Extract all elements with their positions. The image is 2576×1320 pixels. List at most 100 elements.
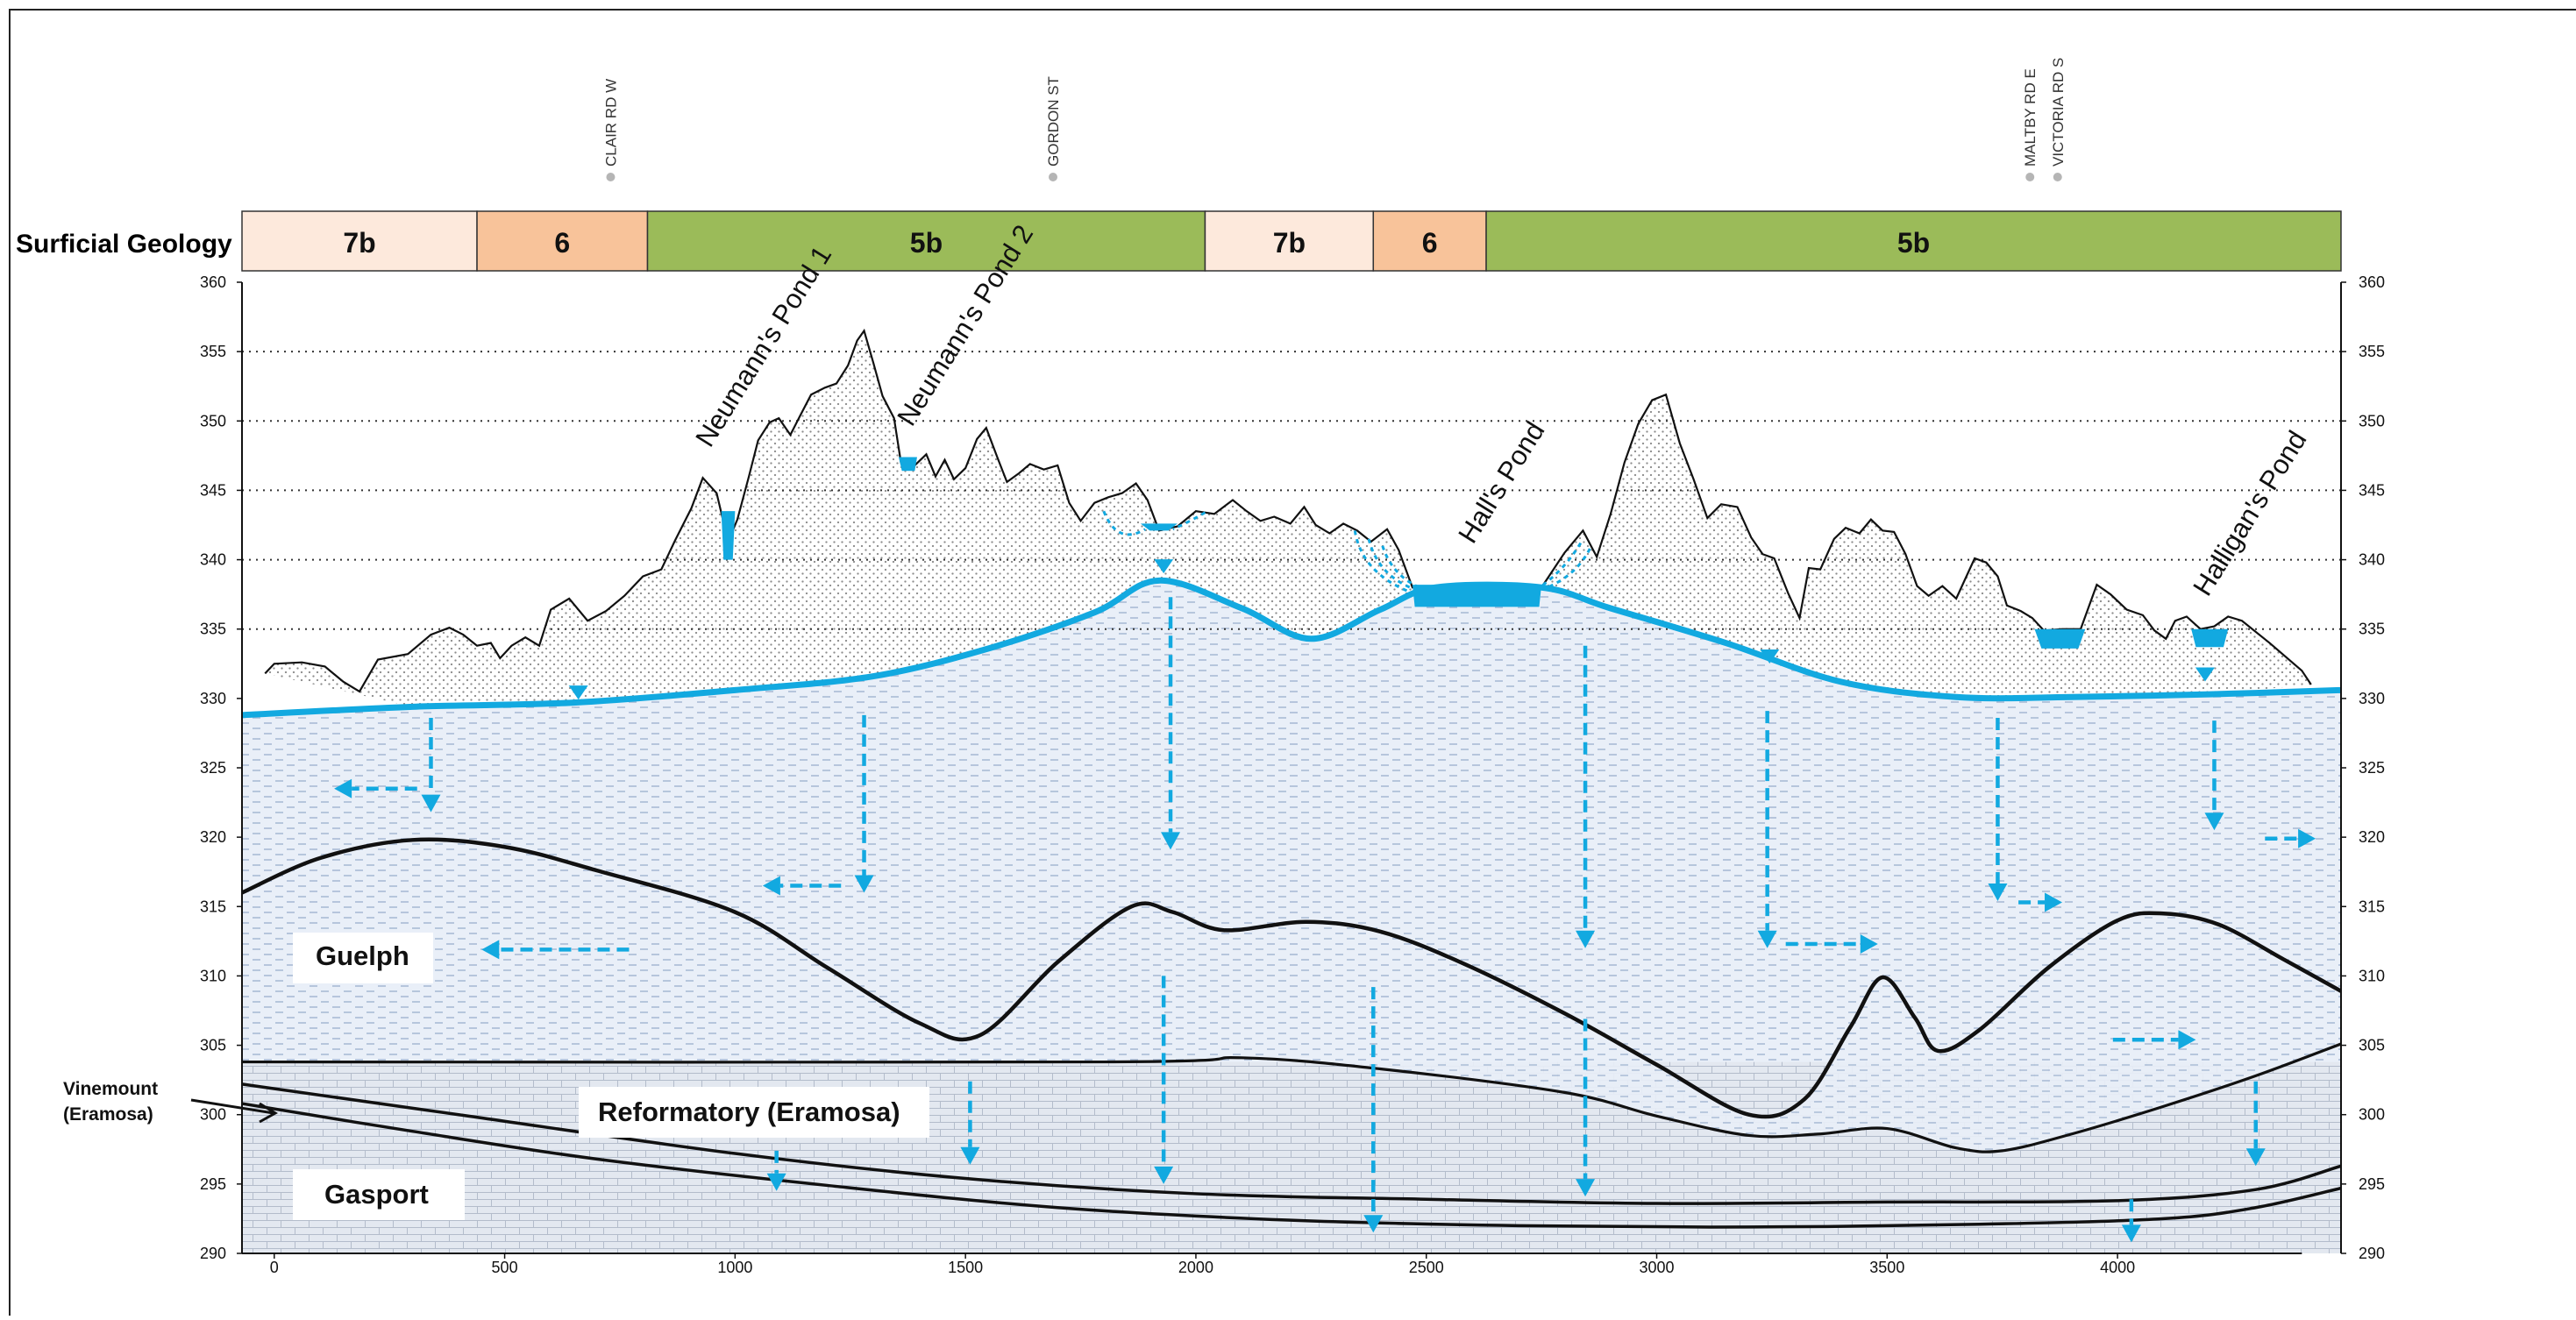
flow-arrow-head	[1161, 832, 1181, 850]
flow-arrow-head	[1988, 883, 2008, 901]
street-label: GORDON ST	[1045, 76, 1062, 167]
y-tick-label: 295	[200, 1175, 226, 1193]
gasport-label-bg	[293, 1169, 465, 1220]
flow-arrow-head	[2045, 892, 2063, 912]
surficial-geology-title: Surficial Geology	[16, 230, 232, 259]
y-tick-label-right: 310	[2359, 967, 2385, 984]
frame-top	[9, 9, 2576, 11]
flow-arrow-head	[1154, 1166, 1174, 1184]
x-tick-label: 2000	[1178, 1259, 1213, 1276]
vinemount-base-contact	[241, 1082, 2342, 1205]
x-tick-label: 1500	[948, 1259, 983, 1276]
seepage-arc	[1353, 530, 1413, 594]
flow-arrow-head	[854, 875, 874, 893]
y-tick-label-right: 320	[2359, 828, 2385, 846]
groundwater-features	[241, 457, 2342, 719]
y-tick-label-right: 305	[2359, 1037, 2385, 1054]
y-tick-label: 350	[200, 412, 226, 429]
flow-arrow-head	[1576, 930, 1596, 948]
y-tick-label: 325	[200, 759, 226, 777]
seepage-arc	[1543, 548, 1591, 591]
y-tick-label-right: 325	[2359, 759, 2385, 777]
pond-water	[2034, 628, 2086, 649]
geology-unit-box	[476, 210, 649, 272]
y-tick-label: 310	[200, 967, 226, 984]
flow-arrow-head	[1576, 1179, 1596, 1197]
geology-unit-box	[241, 210, 478, 272]
water-table-line	[241, 577, 2342, 719]
vinemount-label-line1: Vinemount	[63, 1079, 158, 1099]
pond-water	[1140, 523, 1178, 531]
y-tick-label: 290	[200, 1245, 226, 1262]
geology-unit-box	[1204, 210, 1375, 272]
geology-unit-label: 5b	[1897, 227, 1930, 259]
formation-contacts	[241, 328, 2343, 1229]
flow-arrow-head	[1757, 930, 1777, 948]
vinemount-label-line2: (Eramosa)	[63, 1104, 153, 1125]
street-label: VICTORIA RD S	[2050, 58, 2067, 167]
y-tick-label-right: 315	[2359, 898, 2385, 915]
flow-arrow-head	[2245, 1148, 2266, 1167]
y-tick-label: 320	[200, 828, 226, 846]
y-tick-label: 345	[200, 481, 226, 499]
geology-unit-box	[1485, 210, 2342, 272]
water-level-marker	[568, 685, 588, 700]
flow-arrow-head	[960, 1146, 980, 1165]
ground-surface-line	[264, 328, 2312, 693]
y-tick-label: 315	[200, 898, 226, 915]
x-tick-label: 4000	[2100, 1259, 2135, 1276]
flow-arrow-head	[762, 876, 780, 896]
reformatory-base-contact	[241, 1042, 2342, 1153]
vinemount-pointer-arrow	[190, 1098, 278, 1124]
y-tick-label: 330	[200, 690, 226, 707]
geology-unit-label: 7b	[343, 227, 375, 259]
y-tick-label: 335	[200, 621, 226, 638]
y-tick-label-right: 345	[2359, 481, 2385, 499]
flow-arrow-head	[334, 778, 352, 798]
seepage-arc	[1367, 538, 1418, 592]
geology-unit-label: 6	[554, 227, 570, 259]
flow-arrows	[334, 597, 2316, 1243]
guelph-label: Guelph	[316, 940, 409, 971]
gasport-contact	[241, 1102, 2342, 1229]
flow-arrow-head	[2204, 813, 2224, 831]
pond-label-halls: Hall's Pond	[1452, 416, 1550, 549]
pond-water	[898, 457, 917, 472]
geology-unit-label: 6	[1422, 227, 1438, 259]
y-tick-label-right: 290	[2359, 1245, 2385, 1262]
x-tick-label: 3500	[1869, 1259, 1904, 1276]
y-tick-label: 360	[200, 273, 226, 291]
y-tick-label-right: 360	[2359, 273, 2385, 291]
flow-arrow-head	[2121, 1224, 2141, 1243]
y-tick-label-right: 350	[2359, 412, 2385, 429]
geology-unit-box	[646, 210, 1206, 272]
seepage-arc	[1381, 545, 1420, 589]
flow-arrow-head	[766, 1173, 786, 1191]
street-marker-dot	[2025, 173, 2035, 181]
y-tick-label-right: 355	[2359, 343, 2385, 360]
water-level-marker	[2195, 667, 2215, 682]
street-label: CLAIR RD W	[602, 79, 619, 167]
geologic-layers	[242, 330, 2341, 1253]
guelph-label-bg	[293, 933, 433, 983]
gasport-label: Gasport	[324, 1179, 429, 1210]
y-tick-label: 305	[200, 1037, 226, 1054]
pond-water	[1412, 585, 1542, 607]
reformatory-label: Reformatory (Eramosa)	[598, 1096, 900, 1127]
x-tick-label: 500	[492, 1259, 518, 1276]
y-tick-label-right: 295	[2359, 1175, 2385, 1193]
guelph-base-contact	[241, 837, 2343, 1119]
y-tick-label-right: 340	[2359, 551, 2385, 569]
frame-left	[9, 9, 11, 1316]
street-marker-dot	[606, 173, 616, 181]
pond-label-halligans: Halligan's Pond	[2187, 425, 2312, 600]
guelph-formation-fill	[242, 839, 2341, 1153]
seepage-arc	[1541, 542, 1583, 587]
overburden-fill	[265, 330, 2311, 707]
flow-arrow-head	[481, 940, 500, 960]
